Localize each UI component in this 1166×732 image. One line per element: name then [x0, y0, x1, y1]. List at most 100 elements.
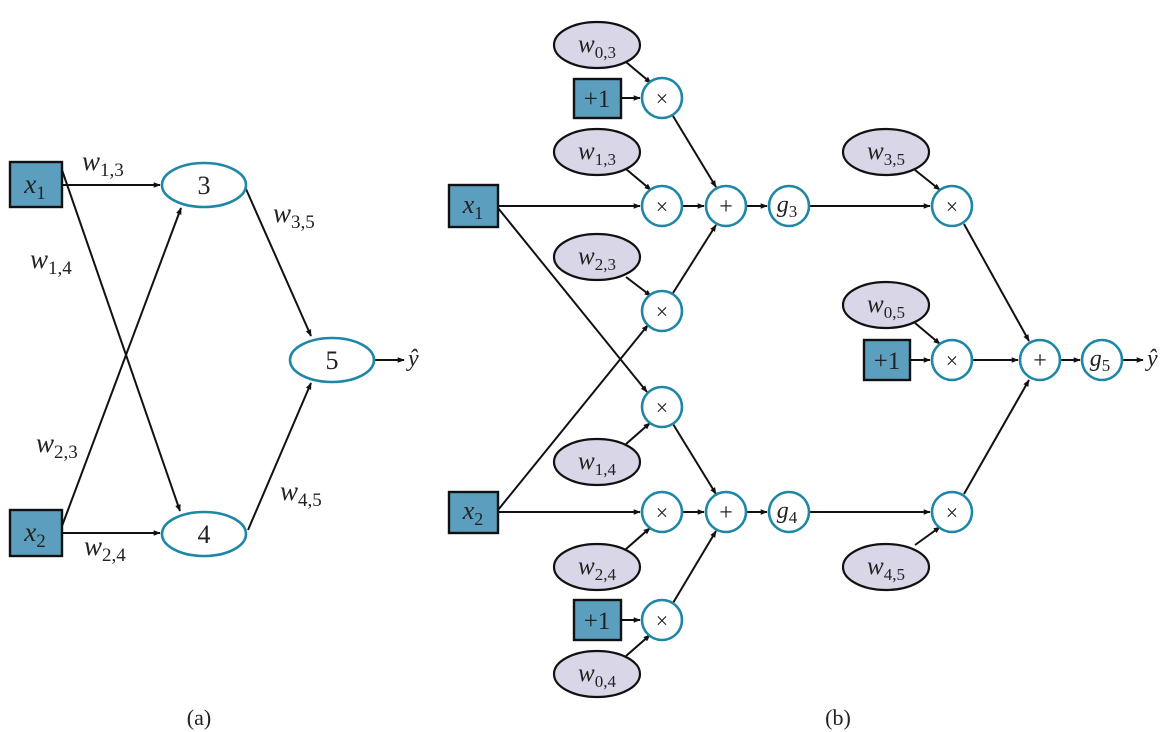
svg-text:+: +: [1033, 348, 1047, 374]
edge-mul04-add4: [672, 530, 717, 604]
weight-label-w14: w1,4: [30, 244, 72, 279]
edge-x1-mul14: [497, 207, 648, 393]
svg-text:5: 5: [326, 346, 339, 375]
svg-text:w2,4: w2,4: [578, 553, 616, 584]
svg-text:x2: x2: [23, 517, 45, 552]
svg-text:+: +: [719, 194, 733, 220]
weight-w03: w0,3: [552, 20, 642, 70]
panel-a: x1 x2 3 4 5 ŷ w1,3 w1,4 w2,3 w2,4 w3,5 w…: [8, 146, 419, 730]
weight-w23: w2,3: [552, 232, 642, 282]
bias-box-5: +1: [862, 338, 912, 382]
edge-mul23-add3: [672, 224, 717, 294]
multiply-node-24: ×: [640, 490, 684, 534]
edge-mul14-add4: [672, 423, 717, 495]
edge-w05-mul: [914, 322, 941, 345]
svg-text:×: ×: [656, 500, 668, 525]
panel-b: x1 x2 +1 +1 +1 w0,3 w1,3 w2: [447, 20, 1158, 730]
svg-text:×: ×: [656, 299, 668, 324]
svg-text:x1: x1: [462, 190, 484, 223]
multiply-node-14: ×: [640, 385, 684, 429]
weight-label-w23: w2,3: [36, 428, 78, 463]
edge-w03-mul: [625, 61, 652, 84]
weight-label-w13: w1,3: [82, 146, 124, 181]
svg-text:×: ×: [946, 194, 958, 219]
edge-n3-n5: [245, 188, 312, 337]
edge-w24-mul: [625, 527, 651, 550]
add-node-3: +: [704, 184, 748, 228]
svg-text:×: ×: [656, 194, 668, 219]
svg-text:w2,3: w2,3: [578, 243, 616, 274]
svg-text:+: +: [719, 500, 733, 526]
multiply-node-35: ×: [930, 184, 974, 228]
edge-w14-mul: [625, 422, 651, 445]
input-x1-b: x1: [447, 183, 500, 229]
svg-text:+1: +1: [584, 608, 611, 635]
weight-w14: w1,4: [552, 437, 642, 487]
unit-4: 4: [160, 510, 248, 558]
svg-text:+1: +1: [874, 348, 901, 375]
multiply-node-45: ×: [930, 490, 974, 534]
edge-mul45-add5: [963, 379, 1030, 495]
weight-label-w45: w4,5: [280, 476, 322, 511]
weight-w04: w0,4: [552, 649, 642, 699]
multiply-node-05: ×: [930, 338, 974, 382]
bias-box-4: +1: [572, 598, 623, 642]
caption-a: (a): [187, 705, 211, 730]
edge-mul03-add3: [672, 115, 717, 188]
input-x1: x1: [8, 160, 64, 209]
weight-w35: w3,5: [841, 127, 931, 177]
weight-label-w24: w2,4: [84, 531, 126, 566]
svg-text:w4,5: w4,5: [867, 553, 905, 584]
svg-text:g5: g5: [1090, 346, 1111, 375]
svg-text:w1,3: w1,3: [578, 138, 616, 169]
activation-g4: g4: [767, 490, 811, 534]
svg-text:+1: +1: [584, 86, 611, 113]
weight-label-w35: w3,5: [273, 198, 315, 233]
svg-text:w3,5: w3,5: [867, 138, 905, 169]
multiply-node-23: ×: [640, 289, 684, 333]
edge-w23-mul: [625, 276, 652, 297]
output-yhat-a: ŷ: [406, 346, 419, 372]
add-node-4: +: [704, 490, 748, 534]
multiply-node-13: ×: [640, 184, 684, 228]
svg-text:x1: x1: [23, 169, 45, 204]
multiply-node-03: ×: [640, 76, 684, 120]
weight-w24: w2,4: [552, 542, 642, 592]
svg-text:g4: g4: [777, 498, 798, 527]
multiply-node-04: ×: [640, 598, 684, 642]
edge-n4-n5: [247, 382, 312, 531]
edge-x2-mul23: [497, 324, 649, 511]
svg-text:w0,3: w0,3: [578, 31, 616, 62]
input-x2: x2: [8, 508, 64, 558]
svg-text:w1,4: w1,4: [578, 448, 616, 479]
activation-g3: g3: [767, 184, 811, 228]
bias-box-3: +1: [572, 77, 623, 120]
caption-b: (b): [825, 705, 851, 730]
svg-text:w0,4: w0,4: [578, 660, 616, 691]
output-yhat-b: ŷ: [1145, 346, 1158, 372]
svg-text:×: ×: [946, 500, 958, 525]
input-x2-b: x2: [447, 490, 500, 535]
svg-text:×: ×: [946, 348, 958, 373]
svg-text:3: 3: [198, 171, 211, 200]
add-node-5: +: [1018, 338, 1062, 382]
svg-text:x2: x2: [462, 496, 484, 529]
svg-text:×: ×: [656, 395, 668, 420]
edge-w45-mul: [914, 526, 941, 546]
weight-w13: w1,3: [552, 127, 642, 177]
svg-text:4: 4: [198, 520, 211, 549]
edge-x1-n4: [61, 169, 181, 512]
svg-text:×: ×: [656, 86, 668, 111]
edge-w04-mul: [625, 634, 651, 657]
activation-g5: g5: [1080, 338, 1124, 382]
weight-w05: w0,5: [841, 280, 931, 330]
edge-x2-n3: [61, 207, 182, 527]
svg-text:×: ×: [656, 608, 668, 633]
edge-w13-mul: [625, 168, 652, 191]
weight-w45: w4,5: [841, 542, 931, 592]
svg-text:g3: g3: [777, 192, 798, 221]
edge-mul35-add5: [963, 223, 1030, 342]
unit-5: 5: [288, 336, 376, 384]
unit-3: 3: [160, 161, 248, 209]
